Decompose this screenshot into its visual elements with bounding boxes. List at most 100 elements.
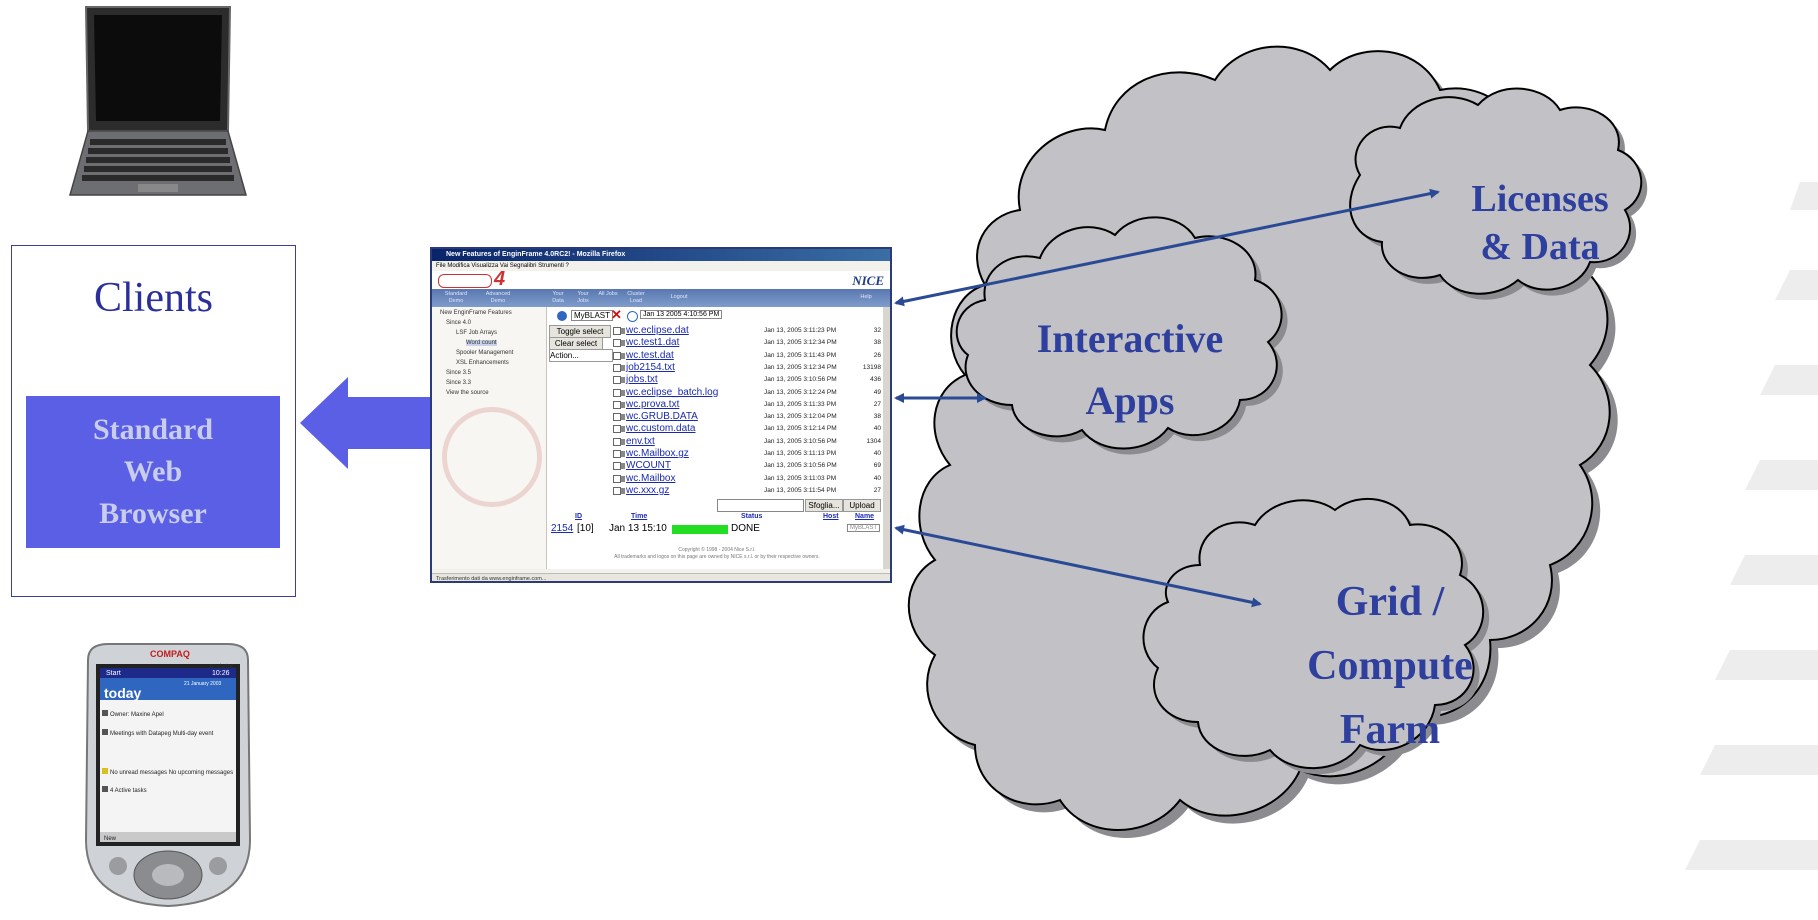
tree-item[interactable]: Since 3.3 <box>446 380 472 386</box>
pda-brand-text: COMPAQ <box>150 649 190 659</box>
tree-item[interactable]: Spooler Management <box>456 350 514 356</box>
file-name-link[interactable]: wc.eclipse.dat <box>626 325 689 336</box>
connector-grid <box>894 524 1262 608</box>
nav-logout[interactable]: Logout <box>670 294 688 300</box>
delete-icon[interactable]: ✕ <box>611 307 622 322</box>
nav-all-jobs[interactable]: All Jobs <box>598 291 618 297</box>
pda-start-text: Start <box>106 670 121 677</box>
licenses-label-line: & Data <box>1480 226 1600 268</box>
file-checkbox[interactable] <box>613 339 621 348</box>
nav-your-data[interactable]: Your Data <box>552 291 564 304</box>
file-checkbox[interactable] <box>613 388 621 397</box>
file-checkbox[interactable] <box>613 413 621 422</box>
file-name-link[interactable]: WCOUNT <box>626 460 671 472</box>
scrollbar[interactable] <box>883 307 890 569</box>
licenses-label-line: Licenses <box>1471 178 1609 220</box>
file-icon <box>621 352 625 359</box>
job-header-status: Status <box>741 513 763 520</box>
tree-item[interactable]: New EnginFrame Features <box>440 310 512 316</box>
grid-label: Grid / Compute Farm <box>1260 570 1520 762</box>
file-size: 38 <box>873 413 881 421</box>
file-date: Jan 13, 2005 3:12:14 PM <box>764 425 837 433</box>
browse-button[interactable]: Sfoglia... <box>805 499 843 512</box>
file-name-link[interactable]: wc.custom.data <box>626 423 696 435</box>
file-name-link[interactable]: wc.xxx.gz <box>626 484 670 496</box>
file-name-link[interactable]: wc.Mailbox <box>626 472 676 484</box>
job-row: 2154 [10] Jan 13 15:10 DONE MyBLAST <box>547 523 887 536</box>
tree-item[interactable]: Word count <box>466 340 497 346</box>
file-checkbox[interactable] <box>613 327 621 335</box>
spooler-date-select[interactable]: Jan 13 2005 4:10:56 PM <box>640 310 723 319</box>
file-name-link[interactable]: wc.prova.txt <box>626 398 680 410</box>
nice-brand: NICE <box>852 273 884 288</box>
file-date: Jan 13, 2005 3:10:56 PM <box>764 376 837 384</box>
upload-file-input[interactable] <box>717 499 804 512</box>
file-checkbox[interactable] <box>613 474 621 483</box>
pda-item: Owner: Maxine Apel <box>110 712 164 718</box>
job-time: Jan 13 15:10 <box>609 523 667 534</box>
file-size: 40 <box>873 450 881 457</box>
grid-label-line: Compute <box>1307 643 1473 689</box>
connector-licenses <box>894 188 1440 307</box>
window-menubar: File Modifica Visualizza Vai Segnalibri … <box>436 263 569 269</box>
file-checkbox[interactable] <box>613 450 621 458</box>
tree-item[interactable]: LSF Job Arrays <box>456 330 498 336</box>
nav-your-jobs[interactable]: Your Jobs <box>577 291 589 304</box>
file-checkbox[interactable] <box>613 486 621 495</box>
action-select[interactable]: Action... <box>549 349 613 362</box>
spooler-panel: MyBLAST ✕ Jan 13 2005 4:10:56 PM Toggle … <box>547 307 887 569</box>
laptop-icon <box>69 6 247 196</box>
nav-help[interactable]: Help <box>860 294 872 300</box>
file-name-link[interactable]: wc.test.dat <box>626 349 674 361</box>
interactive-label: Interactive Apps <box>1010 308 1250 432</box>
tree-item[interactable]: View the source <box>446 390 489 396</box>
job-id-link[interactable]: 2154 <box>551 523 574 534</box>
refresh-icon[interactable] <box>557 311 567 321</box>
spooler-name-field: MyBLAST <box>571 310 614 321</box>
tree-item[interactable]: Since 4.0 <box>446 320 472 326</box>
nav-bar: Standard Demo Advanced Demo Your Data Yo… <box>432 289 890 307</box>
file-name-link[interactable]: wc.GRUB.DATA <box>626 411 698 423</box>
file-name-link[interactable]: job2154.txt <box>626 361 675 373</box>
nav-standard-demo[interactable]: Standard Demo <box>444 291 468 304</box>
pda-item: No unread messages No upcoming messages <box>110 770 233 776</box>
file-name-link[interactable]: jobs.txt <box>626 374 658 386</box>
file-name-link[interactable]: env.txt <box>626 435 655 447</box>
file-size: 27 <box>873 400 881 408</box>
file-checkbox[interactable] <box>613 400 621 409</box>
tree-item[interactable]: Since 3.5 <box>446 370 472 376</box>
upload-button[interactable]: Upload <box>843 499 881 512</box>
tree-panel: New EnginFrame Features Since 4.0 LSF Jo… <box>432 307 547 569</box>
file-name-link[interactable]: wc.eclipse_batch.log <box>626 386 719 398</box>
file-size: 27 <box>873 486 881 494</box>
file-checkbox[interactable] <box>613 376 621 385</box>
file-date: Jan 13, 2005 3:11:43 PM <box>764 351 837 359</box>
tree-item[interactable]: XSL Enhancements <box>456 360 509 366</box>
file-checkbox[interactable] <box>613 351 621 360</box>
interactive-label-line: Interactive <box>1036 316 1224 361</box>
file-name-link[interactable]: wc.test1.dat <box>626 337 680 349</box>
pda-today-text: today <box>104 685 142 701</box>
pda-item: Meetings with Datapeg Multi-day event <box>110 731 214 737</box>
file-icon <box>621 364 625 371</box>
file-checkbox[interactable] <box>613 437 621 446</box>
file-icon <box>621 463 625 470</box>
file-checkbox[interactable] <box>613 462 621 471</box>
file-name-link[interactable]: wc.Mailbox.gz <box>626 448 689 459</box>
nav-cluster-load[interactable]: Cluster Load <box>627 291 645 304</box>
file-icon <box>621 377 625 384</box>
big-left-arrow <box>300 377 432 469</box>
pda-item: 4 Active tasks <box>110 788 147 794</box>
nav-advanced-demo[interactable]: Advanced Demo <box>485 291 511 304</box>
file-size: 13198 <box>862 363 881 371</box>
job-header-time: Time <box>631 513 648 520</box>
file-checkbox[interactable] <box>613 363 621 372</box>
file-date: Jan 13, 2005 3:12:34 PM <box>764 339 837 347</box>
file-checkbox[interactable] <box>613 425 621 434</box>
